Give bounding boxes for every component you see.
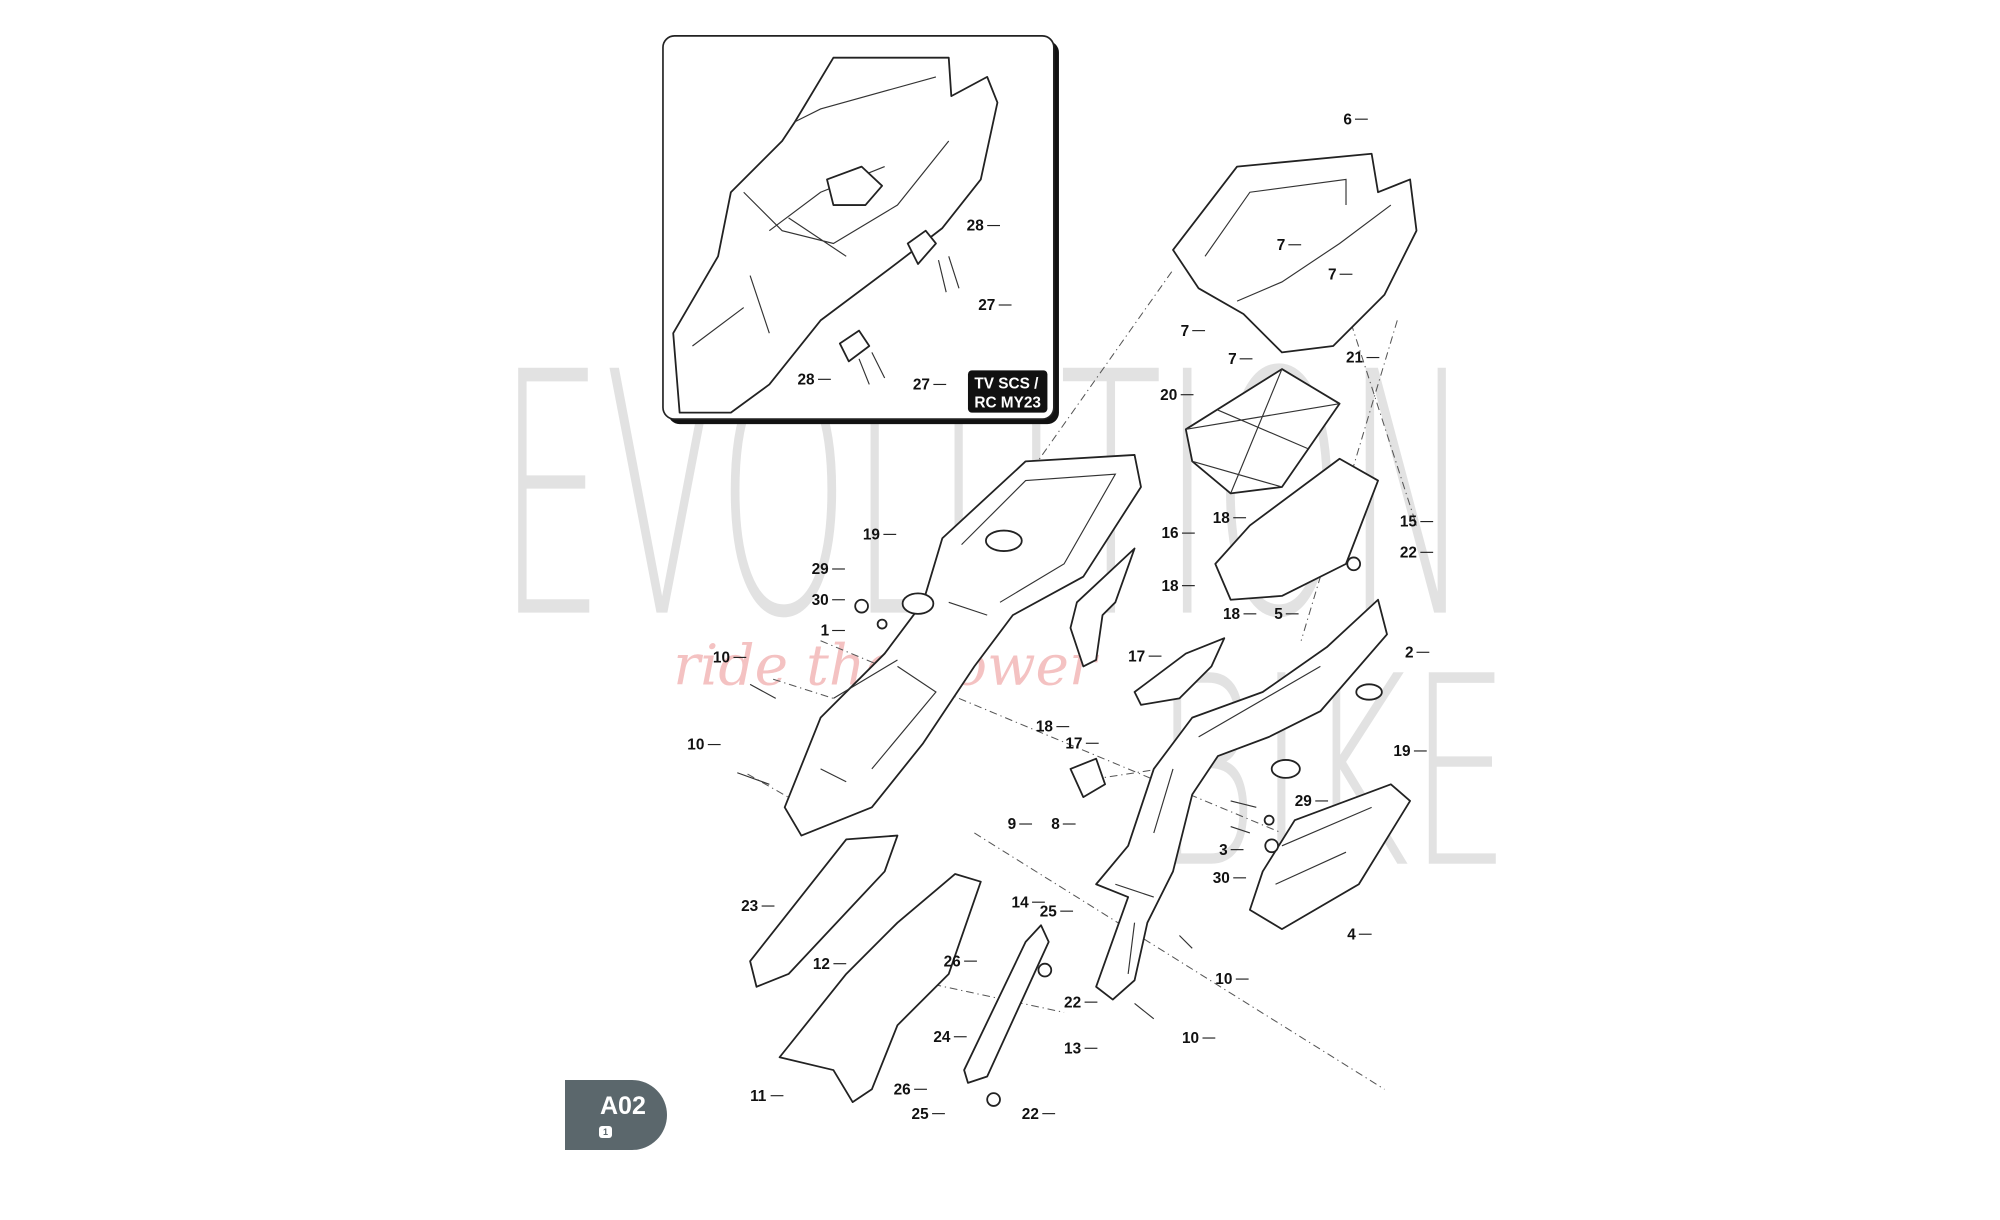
- part-19-badge-right: [1355, 683, 1383, 701]
- callout-18: 18: [1036, 719, 1054, 736]
- callout-26: 26: [944, 953, 961, 970]
- inset-model-label-line2: RC MY23: [974, 395, 1041, 412]
- part-2-rear-frame-right: [1095, 598, 1388, 1001]
- callout-29: 29: [812, 561, 829, 578]
- inset-detail: TV SCS / RC MY23 28 27 28 27: [662, 35, 1059, 425]
- callout-8: 8: [1051, 816, 1060, 833]
- callout-7: 7: [1181, 323, 1190, 340]
- callout-12: 12: [813, 956, 830, 973]
- callout-18: 18: [1223, 606, 1241, 623]
- callout-10: 10: [687, 737, 704, 754]
- callout-30: 30: [812, 592, 829, 609]
- callout-29: 29: [1295, 793, 1312, 810]
- section-code: A02: [600, 1092, 646, 1120]
- part-23-guard: [749, 834, 899, 988]
- part-4-bracket: [1248, 783, 1411, 930]
- callout-1: 1: [821, 623, 830, 640]
- callout-23: 23: [741, 898, 758, 915]
- part-19-badge: [985, 529, 1023, 552]
- part-6-grab-rail: [1172, 152, 1418, 354]
- part-1-rear-frame: [783, 454, 1142, 837]
- callout-2: 2: [1405, 644, 1414, 661]
- callout-27: 27: [913, 377, 930, 394]
- callout-28: 28: [967, 218, 985, 235]
- callout-24: 24: [933, 1029, 951, 1046]
- callout-13: 13: [1064, 1040, 1081, 1057]
- callout-17: 17: [1065, 735, 1082, 752]
- callout-7: 7: [1328, 266, 1337, 283]
- callout-18: 18: [1161, 578, 1179, 595]
- part-11-panel: [778, 873, 982, 1103]
- callout-22: 22: [1064, 994, 1081, 1011]
- callout-21: 21: [1346, 350, 1364, 367]
- callout-10: 10: [1182, 1030, 1199, 1047]
- callout-28: 28: [798, 371, 816, 388]
- part-15-cover: [1214, 457, 1379, 601]
- callout-26: 26: [894, 1081, 911, 1098]
- callout-18: 18: [1213, 510, 1231, 527]
- section-badge: A02 1: [565, 1080, 667, 1150]
- callout-6: 6: [1343, 111, 1352, 128]
- part-8-sensor: [1069, 757, 1106, 798]
- part-17-plate: [1133, 637, 1226, 706]
- inset-frame-drawing: [672, 56, 999, 414]
- part-16-bracket: [1069, 547, 1136, 668]
- callout-5: 5: [1274, 606, 1283, 623]
- callout-22: 22: [1022, 1106, 1039, 1123]
- callout-19: 19: [1393, 743, 1410, 760]
- callout-27: 27: [978, 297, 995, 314]
- callout-4: 4: [1347, 926, 1356, 943]
- callout-3: 3: [1219, 842, 1228, 859]
- callout-9: 9: [1008, 816, 1017, 833]
- callout-15: 15: [1400, 514, 1418, 531]
- callout-11: 11: [750, 1088, 767, 1105]
- callout-16: 16: [1161, 525, 1178, 542]
- callout-22: 22: [1400, 544, 1417, 561]
- callout-7: 7: [1228, 351, 1237, 368]
- section-sub-badge: 1: [599, 1126, 612, 1138]
- callout-14: 14: [1012, 894, 1030, 911]
- callout-19: 19: [863, 527, 880, 544]
- callout-10: 10: [713, 650, 730, 667]
- callout-20: 20: [1160, 387, 1177, 404]
- part-19-badge-right: [1270, 759, 1301, 779]
- fasteners: [737, 556, 1362, 1107]
- inset-model-label: [967, 370, 1048, 413]
- callout-25: 25: [912, 1106, 930, 1123]
- callout-17: 17: [1128, 648, 1145, 665]
- callout-10: 10: [1215, 971, 1232, 988]
- callout-7: 7: [1277, 237, 1286, 254]
- callout-25: 25: [1040, 903, 1058, 920]
- part-24-strip: [963, 924, 1050, 1084]
- callout-30: 30: [1213, 870, 1230, 887]
- inset-model-label-line1: TV SCS /: [974, 375, 1039, 392]
- part-19-badge: [901, 592, 935, 615]
